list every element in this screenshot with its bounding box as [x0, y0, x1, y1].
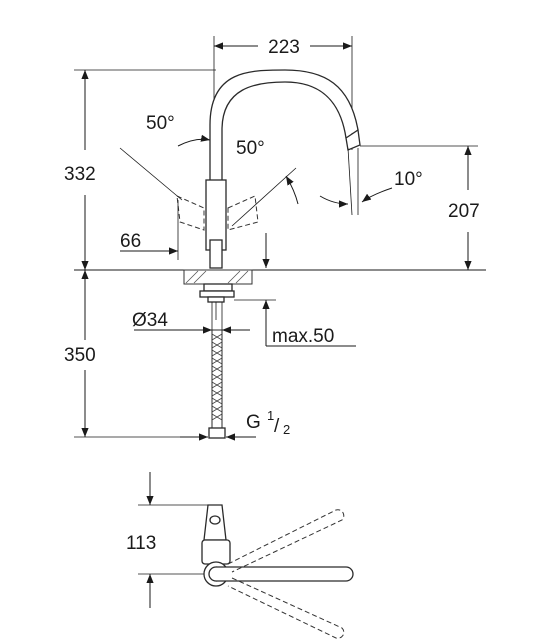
angle-left-indicator: 50°	[119, 113, 211, 201]
faucet-body	[176, 179, 259, 269]
lever-offset-dimension: 66	[120, 200, 270, 268]
below-height-dimension: 350	[64, 270, 208, 438]
diameter-dimension: Ø34	[132, 310, 250, 334]
top-view: 113	[126, 472, 354, 639]
spout-height-label: 207	[448, 201, 480, 222]
angle-right-indicator: 50°	[231, 138, 299, 227]
thread-dimension: G 1 / 2	[180, 408, 290, 441]
thread-denominator: 2	[283, 422, 290, 437]
spout	[209, 69, 361, 205]
side-view: 223 50° 50°	[64, 36, 486, 441]
countertop	[74, 269, 486, 285]
top-view-spout	[216, 566, 354, 582]
thread-main-label: G	[246, 412, 261, 433]
thread-numerator: 1	[267, 408, 274, 423]
top-view-rotated-spouts	[227, 509, 345, 639]
lever-offset-label: 66	[120, 231, 141, 252]
thread-slash: /	[274, 416, 280, 437]
mounting-hardware	[199, 283, 235, 330]
max-thickness-label: max.50	[272, 326, 334, 347]
below-height-label: 350	[64, 345, 96, 366]
total-height-label: 332	[64, 164, 96, 185]
total-height-dimension: 332	[64, 69, 216, 270]
max-thickness-dimension: max.50	[234, 299, 356, 347]
diameter-label: Ø34	[132, 310, 168, 331]
spout-height-dimension: 207	[360, 145, 480, 270]
angle-right-label: 50°	[236, 138, 265, 159]
angle-spout-label: 10°	[394, 169, 423, 190]
angle-left-label: 50°	[146, 113, 175, 134]
width-label: 223	[268, 37, 300, 58]
braided-hose	[208, 329, 226, 439]
angle-spout-indicator: 10°	[319, 147, 423, 216]
top-view-depth-label: 113	[126, 533, 156, 554]
